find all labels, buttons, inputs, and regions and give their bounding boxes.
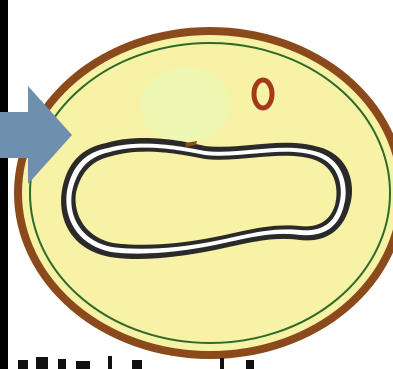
nucleus	[140, 67, 230, 143]
small-ring	[254, 80, 272, 108]
